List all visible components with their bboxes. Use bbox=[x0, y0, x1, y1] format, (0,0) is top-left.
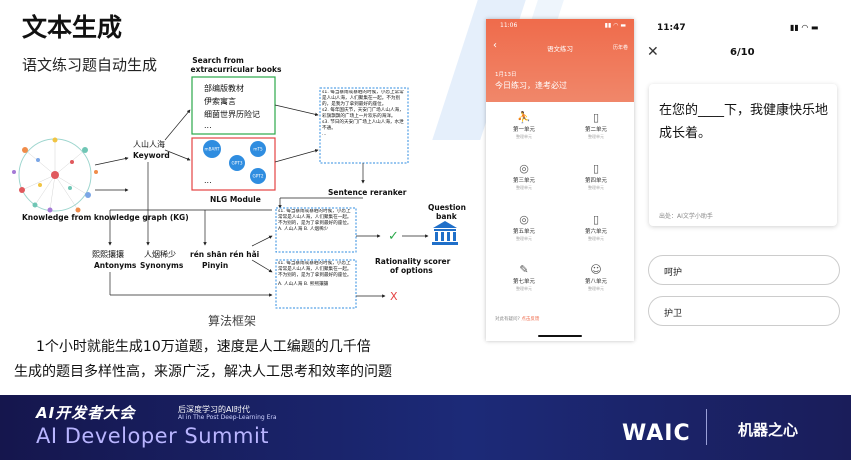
antonyms-cn: 熙熙攘攘 bbox=[92, 249, 124, 259]
algorithm-diagram: Knowledge from knowledge graph (KG) 人山人海… bbox=[12, 56, 466, 309]
logo-divider bbox=[706, 409, 707, 445]
book-icon: ▯ bbox=[592, 213, 600, 226]
book-icon: ▯ bbox=[592, 111, 600, 124]
practice-title: 语文练习 bbox=[547, 45, 573, 53]
diagram-caption: 算法框架 bbox=[208, 314, 257, 328]
kg-label: Knowledge from knowledge graph (KG) bbox=[22, 213, 189, 222]
cross-icon: X bbox=[390, 290, 398, 303]
status-icons: ▮▮ ◠ ▬ bbox=[604, 22, 626, 29]
keyword-cn: 人山人海 bbox=[133, 139, 165, 149]
answer-option[interactable]: 呵护 bbox=[648, 255, 840, 285]
antonyms-en: Antonyms bbox=[94, 261, 137, 270]
book-item: 部编版教材 bbox=[204, 83, 244, 93]
phone-screen-practice: 11:06 ▮▮ ◠ ▬ ‹ 语文练习 历年卷 1月13日 今日练习，逢考必过 … bbox=[486, 19, 634, 341]
scorer-label-2: of options bbox=[390, 266, 433, 275]
nlg-more: ... bbox=[204, 176, 212, 185]
waic-logo: WAIC bbox=[622, 421, 691, 446]
search-title: extracurricular books bbox=[191, 65, 282, 74]
answer-option[interactable]: 护卫 bbox=[648, 296, 840, 326]
status-time: 11:47 bbox=[657, 23, 686, 33]
question-options: A. 人山人海 B. 人烟稀少 bbox=[278, 227, 329, 232]
search-title-1: Search from bbox=[192, 56, 244, 65]
question-text: s1. 每当暴雨或暴晒的时候，小恐上常常是人山人海，人们聚集在一起。不为别的，是… bbox=[278, 209, 352, 226]
question-box bbox=[275, 259, 357, 309]
scorer-label-1: Rationality scorer bbox=[375, 257, 451, 266]
sentence-item: s1. 每当暴雨或暴晒的时候，小恐上常常是人山人海，人们聚集在一起。不为别的，是… bbox=[322, 90, 404, 107]
summary-line-1: 1个小时就能生成10万道题，速度是人工编题的几千倍 bbox=[36, 339, 371, 355]
bank-icon bbox=[432, 221, 458, 245]
summit-tagline-en: AI in The Post Deep-Learning Era bbox=[178, 414, 277, 421]
summit-footer-banner: AI开发者大会 后深度学习的AI时代 AI in The Post Deep-L… bbox=[0, 395, 851, 460]
slide-title: 文本生成 bbox=[22, 13, 123, 42]
jiqizhixin-logo: 机器之心 bbox=[738, 421, 799, 439]
home-indicator bbox=[538, 335, 582, 337]
question-text: s1. 每当暴雨或暴晒的时候，小恐上常常是人山人海，人们聚集在一起。不为别的，是… bbox=[278, 261, 352, 278]
knowledge-graph-graphic bbox=[12, 137, 98, 213]
question-card: 在您的____下，我健康快乐地成长着。 出处：AI文学小助手 bbox=[649, 84, 837, 226]
unit-item[interactable]: ▯第六单元整理单元 bbox=[566, 213, 626, 242]
search-box bbox=[191, 76, 276, 135]
model-chip: mT5 bbox=[253, 147, 263, 152]
status-time: 11:06 bbox=[500, 22, 518, 29]
bank-label-1: Question bbox=[428, 203, 466, 212]
nlg-title: NLG Module bbox=[210, 195, 261, 204]
glasses-icon: ◎ bbox=[519, 162, 529, 175]
reranker-label: Sentence reranker bbox=[328, 188, 407, 197]
unit-item[interactable]: ⛹第一单元整理单元 bbox=[494, 111, 554, 140]
person-arms-icon: ⛹ bbox=[517, 111, 531, 124]
glasses-icon: ◎ bbox=[519, 213, 529, 226]
book-item: 伊索寓言 bbox=[204, 96, 236, 106]
practice-header: 11:06 ▮▮ ◠ ▬ ‹ 语文练习 历年卷 1月13日 今日练习，逢考必过 bbox=[486, 19, 634, 102]
synonyms-en: Synonyms bbox=[140, 261, 184, 270]
back-icon[interactable]: ‹ bbox=[493, 40, 497, 51]
unit-item[interactable]: ▯第二单元整理单元 bbox=[566, 111, 626, 140]
pinyin-cn: rén shān rén hǎi bbox=[190, 250, 259, 259]
sentence-box bbox=[319, 87, 409, 164]
pinyin-en: Pinyin bbox=[202, 261, 228, 270]
book-item: 细菌世界历险记 bbox=[204, 109, 260, 119]
keyword-en: Keyword bbox=[133, 151, 170, 160]
close-icon[interactable]: ✕ bbox=[647, 44, 659, 60]
book-icon: ▯ bbox=[592, 162, 600, 175]
model-chip: GPT3 bbox=[232, 161, 243, 166]
unit-item[interactable]: ◎第五单元整理单元 bbox=[494, 213, 554, 242]
bank-label-2: bank bbox=[436, 212, 458, 221]
model-chip: mBART bbox=[205, 147, 220, 152]
unit-item[interactable]: ✎第七单元整理单元 bbox=[494, 263, 554, 292]
summit-name-en: AI Developer Summit bbox=[36, 424, 270, 448]
unit-item[interactable]: ▯第四单元整理单元 bbox=[566, 162, 626, 191]
question-box bbox=[275, 207, 357, 253]
sentence-item: s2. 每年国庆节，天安门广场人山人海，彩旗飘飘的广场上一片欢乐的海洋。 bbox=[322, 108, 404, 119]
question-text: 在您的____下，我健康快乐地成长着。 bbox=[659, 103, 829, 141]
brush-icon: ✎ bbox=[519, 263, 529, 276]
person-icon: ☺ bbox=[590, 263, 602, 276]
past-papers-link[interactable]: 历年卷 bbox=[612, 45, 628, 51]
synonyms-cn: 人烟稀少 bbox=[144, 249, 176, 259]
question-options: A. 人山人海 B. 熙熙攘攘 bbox=[278, 282, 329, 287]
sentence-item: s3. 节日的天安门广场上人山人海，水泄不通。 bbox=[322, 120, 404, 131]
nlg-box bbox=[191, 137, 276, 191]
summit-tagline-cn: 后深度学习的AI时代 bbox=[178, 405, 250, 414]
model-chip: GPT2 bbox=[253, 174, 264, 179]
practice-date: 1月13日 bbox=[495, 72, 517, 78]
summary-line-2: 生成的题目多样性高，来源广泛，解决人工思考和效率的问题 bbox=[14, 364, 392, 380]
check-icon: ✓ bbox=[388, 229, 399, 244]
question-source: 出处：AI文学小助手 bbox=[659, 213, 713, 220]
question-progress: 6/10 bbox=[730, 47, 755, 58]
unit-item[interactable]: ☺第八单元整理单元 bbox=[566, 263, 626, 292]
status-icons: ▮▮ ◠ ▬ bbox=[790, 23, 819, 32]
sentence-item: ... bbox=[322, 132, 327, 137]
practice-motto: 今日练习，逢考必过 bbox=[495, 81, 567, 90]
feedback-link[interactable]: 点击反馈 bbox=[521, 317, 540, 322]
summit-name-cn: AI开发者大会 bbox=[36, 404, 136, 422]
slide-subtitle: 语文练习题自动生成 bbox=[22, 56, 158, 74]
unit-item[interactable]: ◎第三单元整理单元 bbox=[494, 162, 554, 191]
book-item: ... bbox=[204, 121, 212, 130]
feedback-row: 对此有疑问? 点击反馈 bbox=[495, 317, 540, 322]
